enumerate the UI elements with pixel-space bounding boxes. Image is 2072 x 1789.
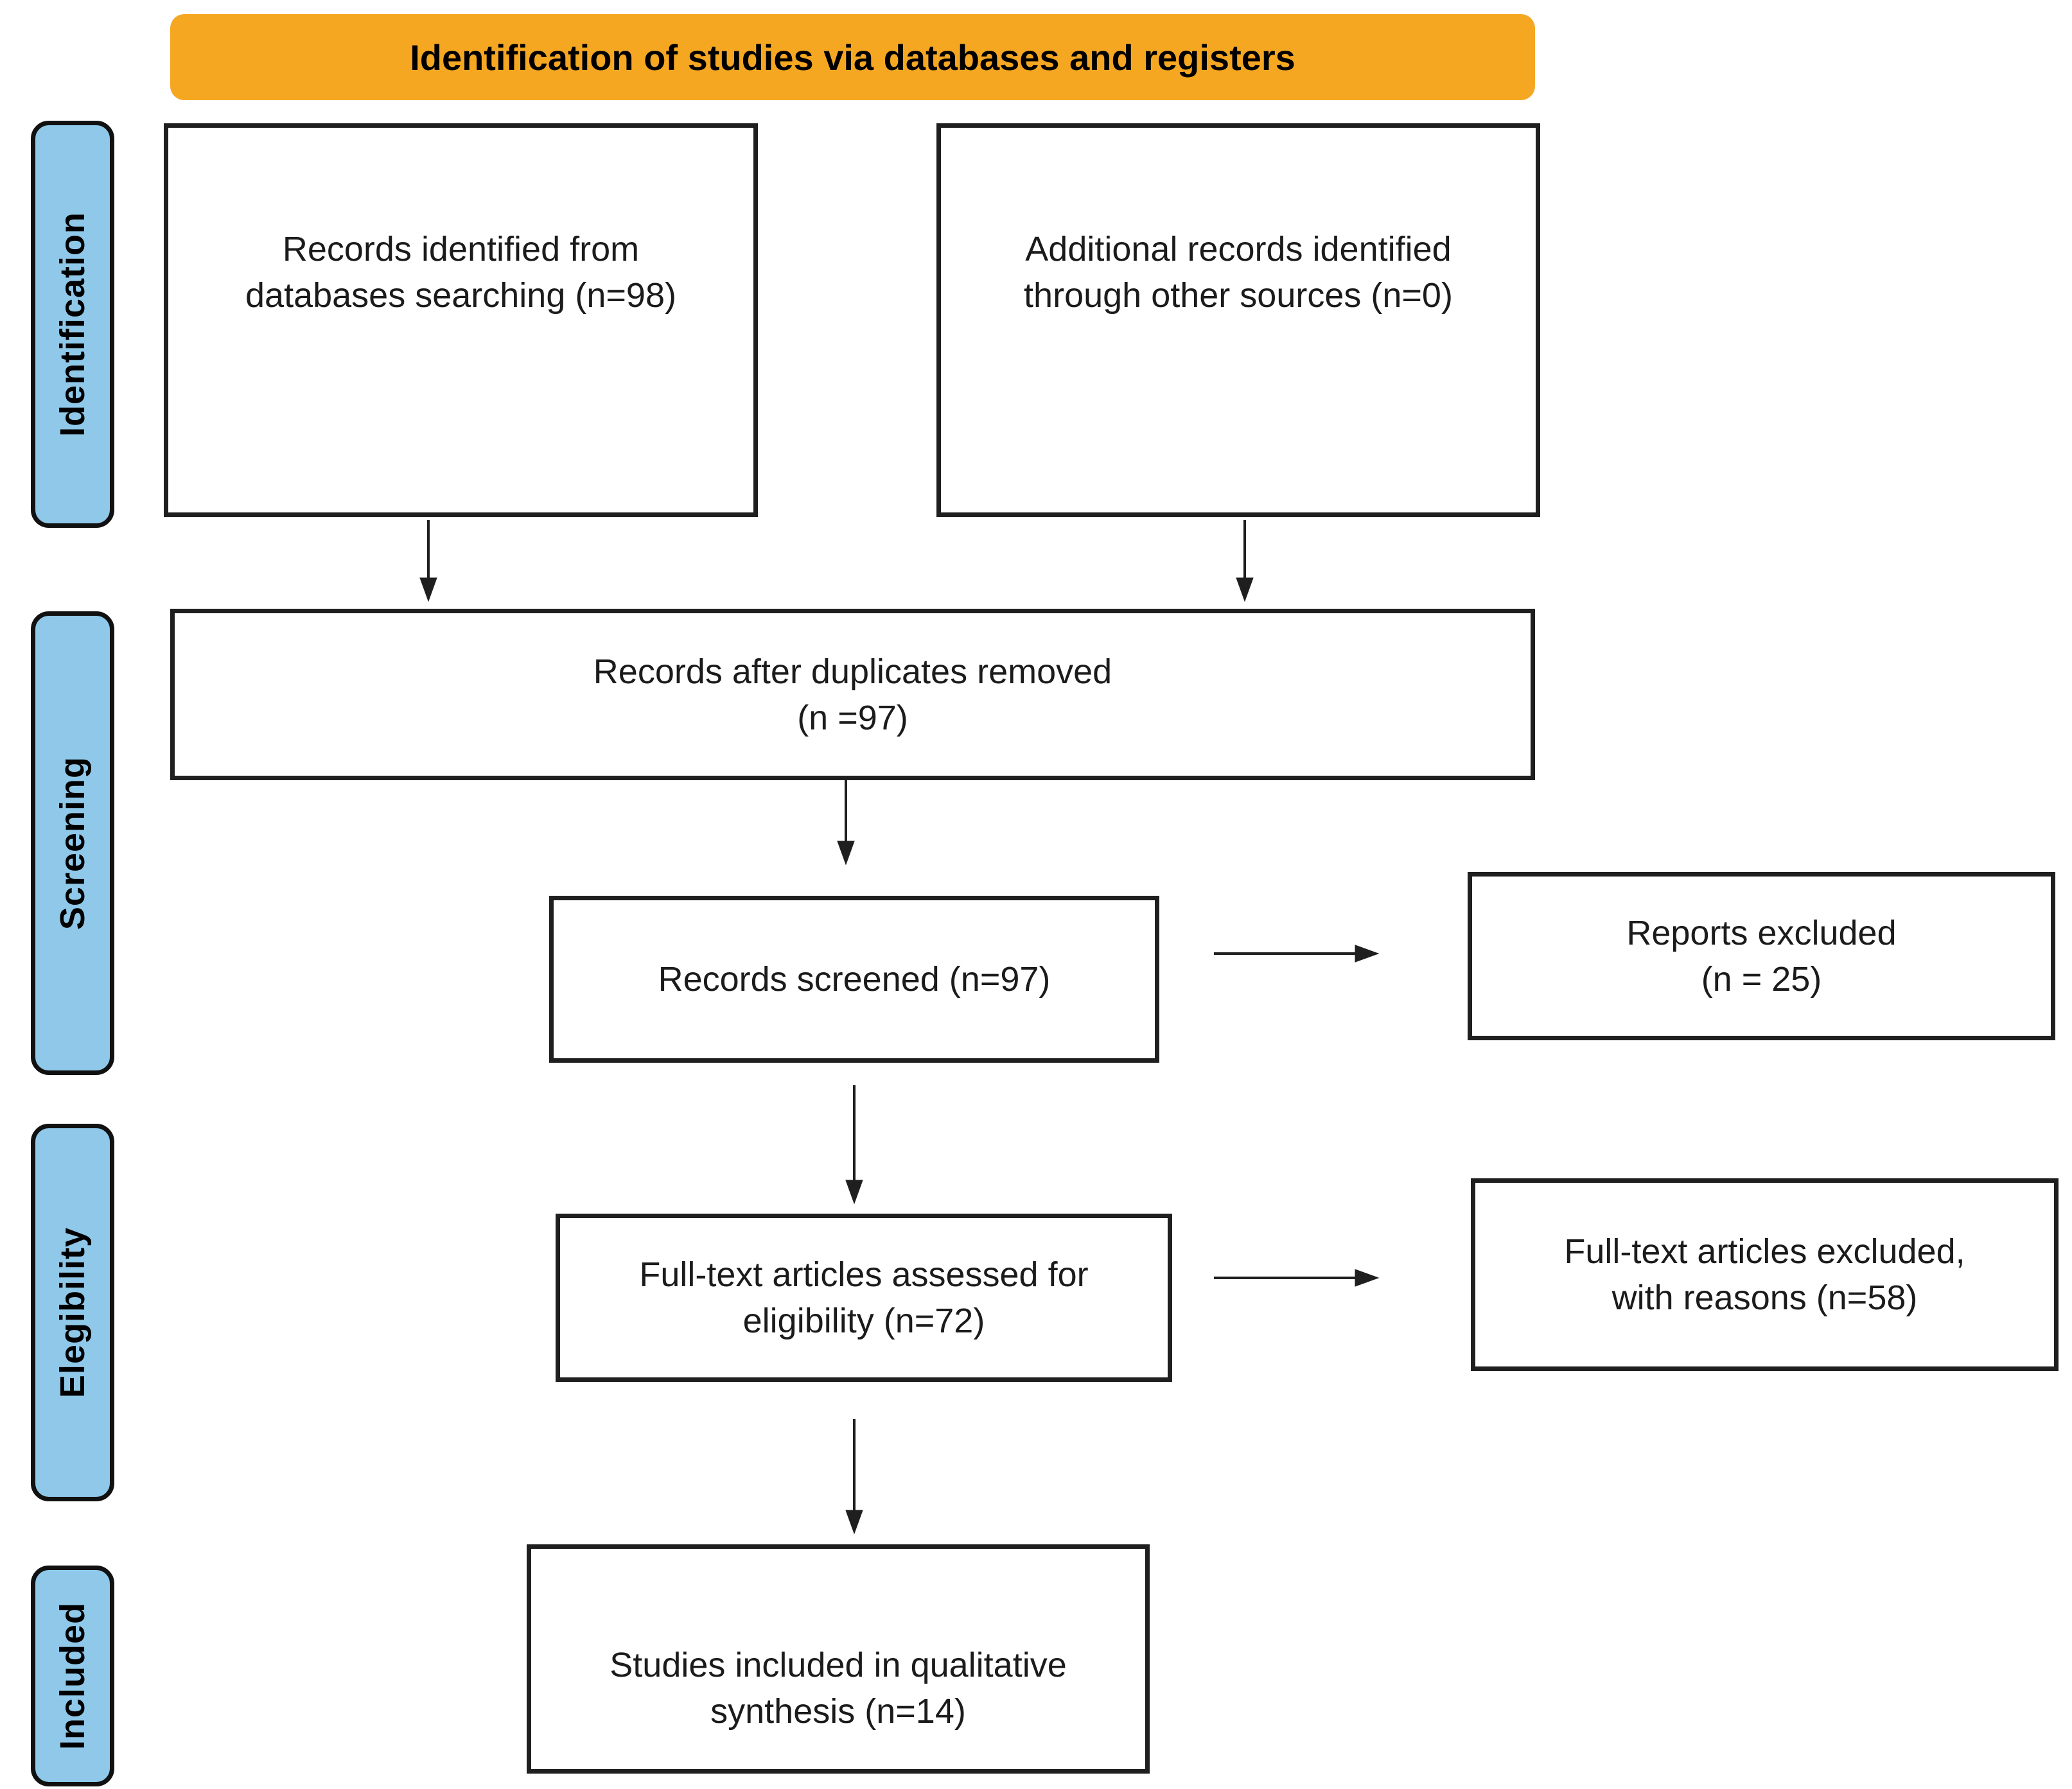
banner-title-label: Identification of studies via databases …: [410, 37, 1295, 78]
box-records-screened: Records screened (n=97): [549, 896, 1159, 1063]
box-additional-records: Additional records identified through ot…: [936, 123, 1540, 517]
banner-title: Identification of studies via databases …: [170, 14, 1535, 100]
stage-eligibility: Elegibility: [31, 1124, 114, 1501]
box-reports-excluded: Reports excluded (n = 25): [1468, 872, 2055, 1040]
stage-eligibility-label: Elegibility: [53, 1226, 92, 1399]
stage-identification-label: Identification: [53, 212, 92, 437]
box-studies-included: Studies included in qualitative synthesi…: [527, 1544, 1150, 1774]
stage-screening: Screening: [31, 611, 114, 1075]
box-fulltext-excluded: Full-text articles excluded, with reason…: [1471, 1178, 2059, 1371]
stage-identification: Identification: [31, 121, 114, 528]
box-fulltext-assessed: Full-text articles assessed for eligibil…: [556, 1214, 1172, 1382]
box-records-identified: Records identified from databases search…: [164, 123, 758, 517]
stage-included-label: Included: [53, 1601, 92, 1750]
stage-included: Included: [31, 1566, 114, 1786]
stage-screening-label: Screening: [53, 756, 92, 930]
box-records-after-duplicates: Records after duplicates removed (n =97): [170, 609, 1535, 780]
